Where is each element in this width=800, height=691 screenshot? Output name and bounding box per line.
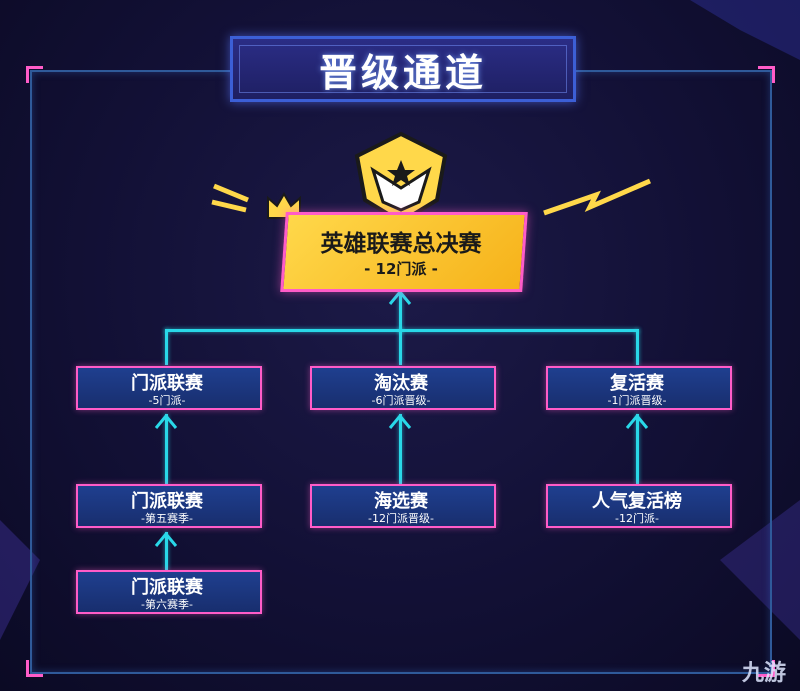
arrow-up-icon [625,413,649,429]
node-qualifier [310,484,496,528]
node-subtitle: -5门派- [148,394,186,407]
arrow-up-icon [154,531,178,547]
connector-line [399,329,402,365]
node-popularity-revival [546,484,732,528]
arrow-up-icon [154,413,178,429]
connector-line [636,329,639,365]
node-title: 复活赛 [610,373,664,394]
node-subtitle: -6门派晋级- [371,394,431,407]
node-title: 淘汰赛 [374,373,428,394]
connector-line [165,414,168,484]
connector-line [399,292,402,332]
frame-corner [758,660,775,677]
frame-corner [26,660,43,677]
lightning-icon [543,178,651,216]
spark-lines-icon [211,183,249,213]
node-title: 人气复活榜 [592,491,682,512]
node-subtitle: -12门派- [615,512,659,525]
node-title: 门派联赛 [131,577,203,598]
node-league-season5 [76,484,262,528]
node-title: 门派联赛 [131,373,203,394]
node-subtitle: -第六赛季- [141,598,193,611]
node-title: 海选赛 [374,491,428,512]
node-title: 门派联赛 [131,491,203,512]
arrow-up-icon [388,413,412,429]
arrow-up-icon [388,289,412,305]
title-banner: 晋级通道 [230,36,576,102]
watermark-logo: 九游 [741,661,786,686]
connector-line [165,329,168,365]
connector-line [165,329,639,332]
node-subtitle: -第五赛季- [141,512,193,525]
connector-line [165,532,168,570]
node-league-top [76,366,262,410]
connector-line [399,414,402,484]
node-elimination [310,366,496,410]
frame-corner [26,66,43,83]
final-node-title: 英雄联赛总决赛 [320,231,482,257]
frame-corner [758,66,775,83]
node-revival [546,366,732,410]
final-node-subtitle: - 12门派 - [364,260,438,278]
node-subtitle: -12门派晋级- [368,512,434,525]
node-subtitle: -1门派晋级- [607,394,667,407]
connector-line [636,414,639,484]
node-league-season6 [76,570,262,614]
